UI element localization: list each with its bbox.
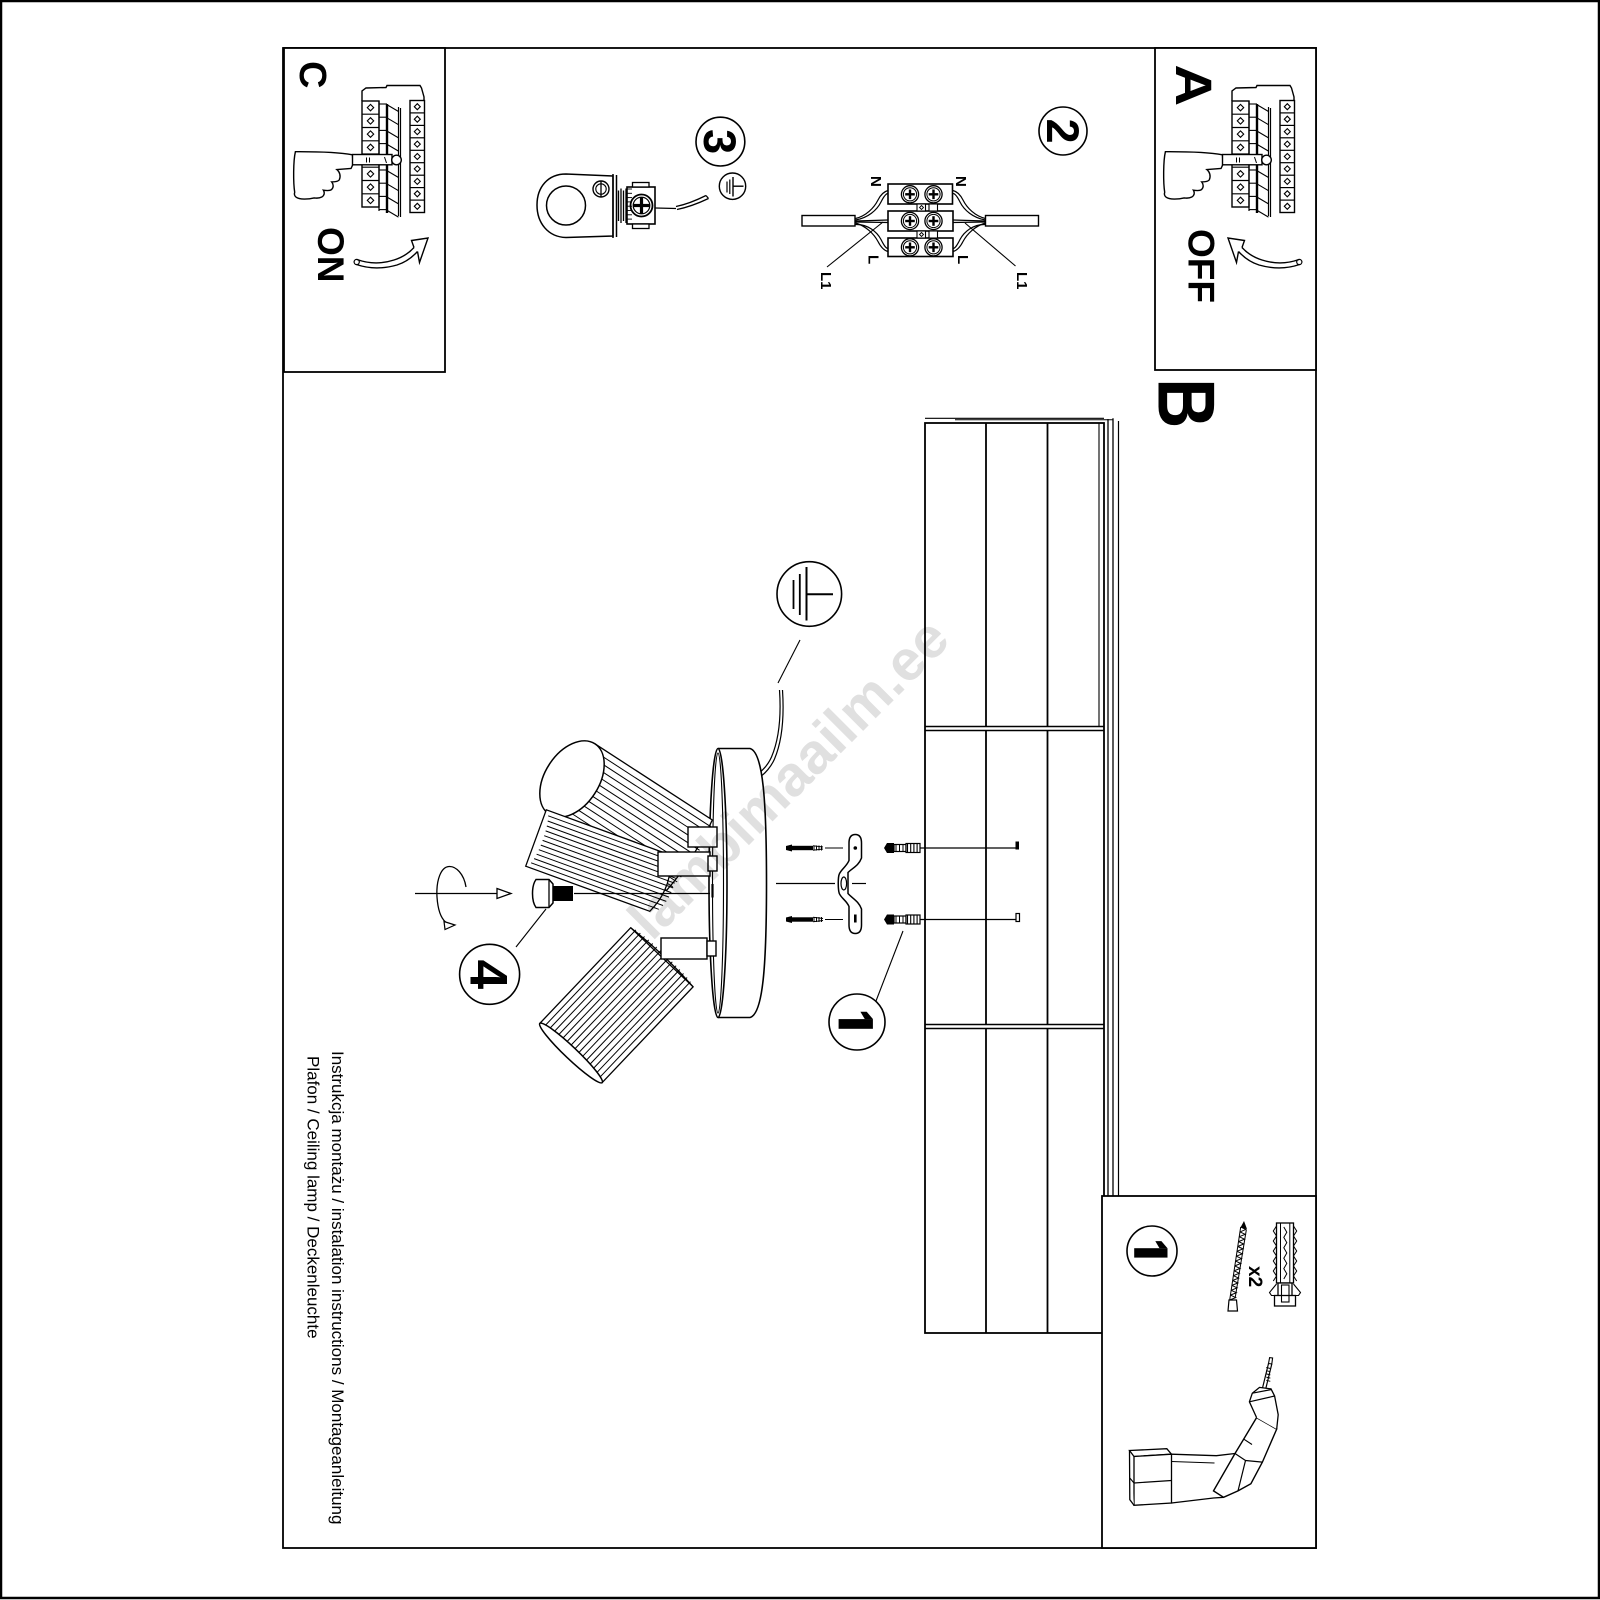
svg-text:C: C [291,61,333,88]
svg-text:N: N [952,176,969,187]
svg-text:B: B [1141,378,1231,428]
svg-text:ON: ON [310,227,351,283]
svg-text:Plafon / Ceiling lamp / Decken: Plafon / Ceiling lamp / Deckenleuchte [304,1056,323,1339]
svg-text:A: A [1165,65,1222,107]
svg-text:2: 2 [1037,118,1088,143]
svg-text:N: N [867,176,884,187]
svg-text:L: L [865,255,882,264]
svg-text:L1: L1 [1013,272,1030,290]
svg-text:3: 3 [694,129,745,154]
svg-text:4: 4 [459,960,518,990]
svg-text:Instrukcja montażu / instalati: Instrukcja montażu / instalation instruc… [328,1051,347,1524]
svg-text:OFF: OFF [1181,229,1222,303]
svg-text:L1: L1 [817,272,834,290]
svg-text:x2: x2 [1244,1266,1265,1287]
svg-text:L: L [954,255,971,264]
